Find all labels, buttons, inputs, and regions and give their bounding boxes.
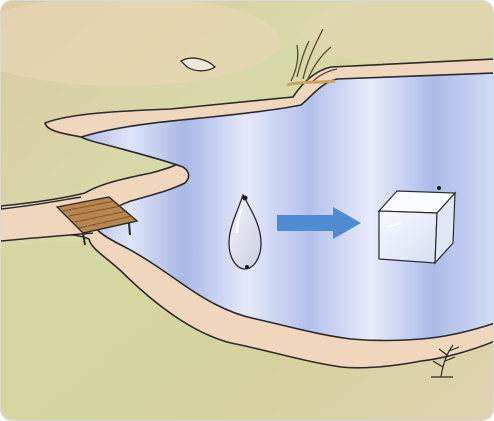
- ice-cube: [379, 186, 455, 263]
